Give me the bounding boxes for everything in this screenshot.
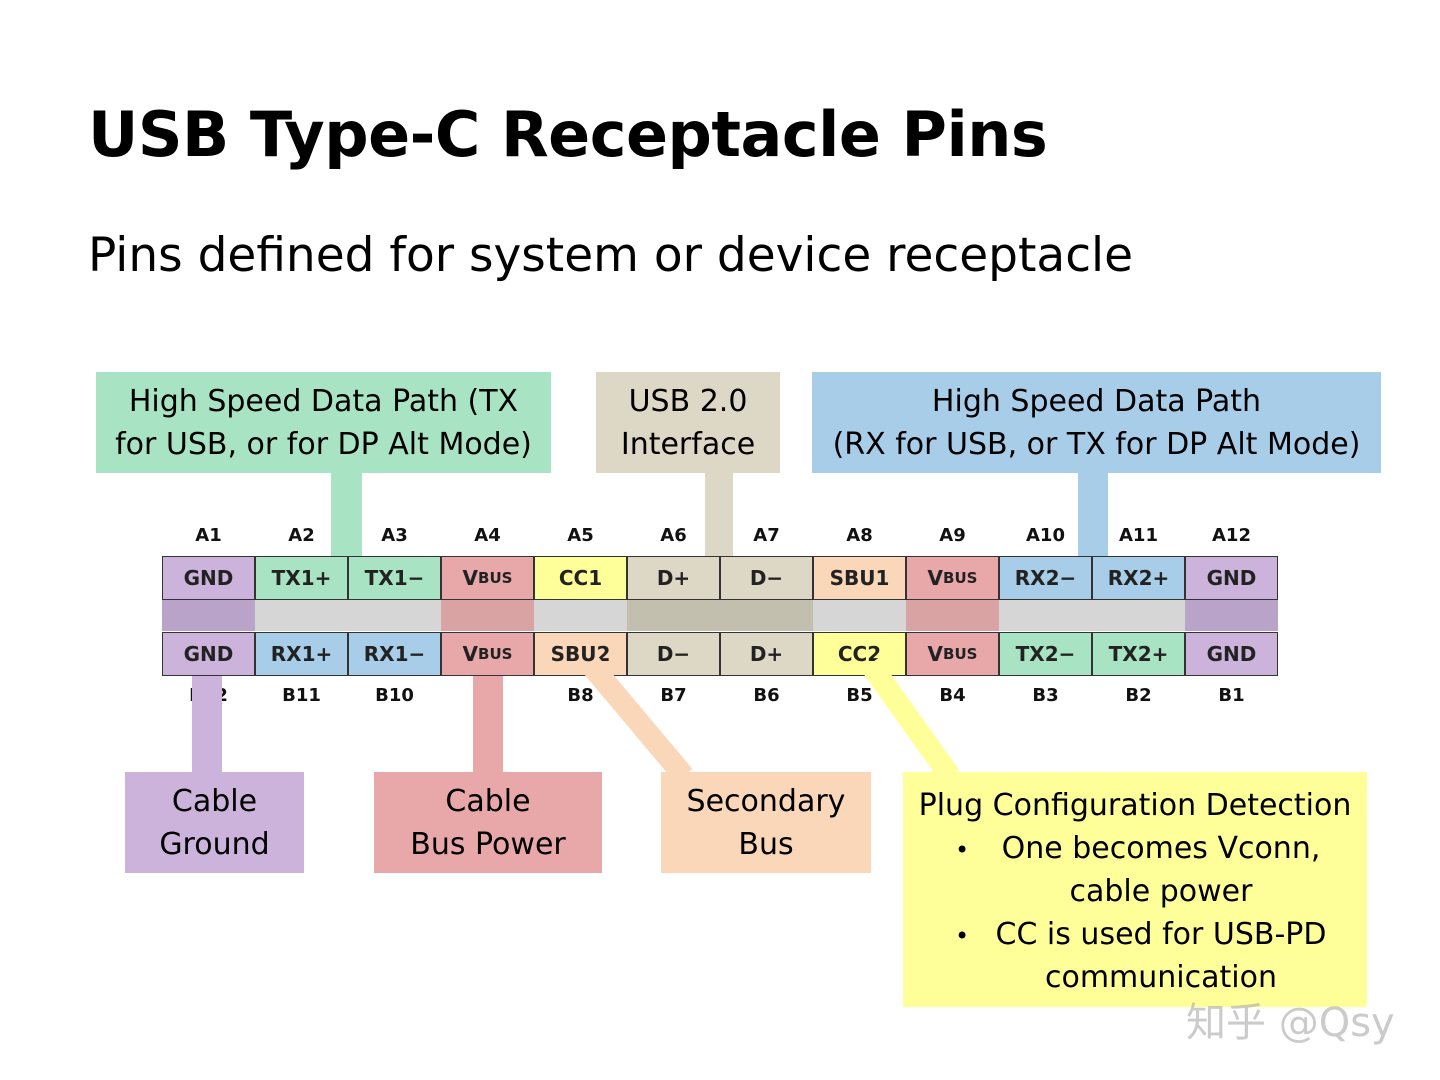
callout-sbu: Secondary Bus <box>661 772 871 873</box>
callout-ground-text: Cable Ground <box>159 783 270 862</box>
pin-number-b8: B8 <box>567 685 594 706</box>
pin-a3: TX1− <box>348 556 441 600</box>
pin-a7: D− <box>720 556 813 600</box>
pin-number-a5: A5 <box>567 525 594 546</box>
pin-number-a3: A3 <box>381 525 408 546</box>
callout-cc-bullet-2: CC is used for USB-PD communication <box>995 917 1327 995</box>
pin-number-b10: B10 <box>375 685 414 706</box>
pin-b6: D+ <box>720 632 813 676</box>
callout-usb2-text: USB 2.0 Interface <box>620 383 756 462</box>
pin-a6: D+ <box>627 556 720 600</box>
pin-b1: GND <box>1185 632 1278 676</box>
pin-number-b7: B7 <box>660 685 687 706</box>
pin-b2: TX2+ <box>1092 632 1185 676</box>
pin-b8: SBU2 <box>534 632 627 676</box>
pin-number-a8: A8 <box>846 525 873 546</box>
pin-a2: TX1+ <box>255 556 348 600</box>
tongue-segment <box>906 600 999 631</box>
pin-number-b2: B2 <box>1125 685 1152 706</box>
callout-hs-tx: High Speed Data Path (TX for USB, or for… <box>96 372 551 473</box>
pin-a12: GND <box>1185 556 1278 600</box>
tongue-segment <box>534 600 627 631</box>
pin-a8: SBU1 <box>813 556 906 600</box>
pin-b12: GND <box>162 632 255 676</box>
watermark: 知乎 @Qsy <box>1186 1000 1395 1046</box>
pin-number-b4: B4 <box>939 685 966 706</box>
callout-hs-rx-line2: (RX for USB, or TX for DP Alt Mode) <box>832 426 1361 462</box>
pin-number-b1: B1 <box>1218 685 1245 706</box>
callout-sbu-line1: Secondary <box>686 783 846 819</box>
pin-b3: TX2− <box>999 632 1092 676</box>
pin-number-b3: B3 <box>1032 685 1059 706</box>
pin-b11: RX1+ <box>255 632 348 676</box>
pin-number-a2: A2 <box>288 525 315 546</box>
tongue-segment <box>720 600 813 631</box>
pin-number-a12: A12 <box>1212 525 1251 546</box>
connector-ground <box>192 676 222 772</box>
tongue-segment <box>627 600 720 631</box>
tongue-segment <box>1092 600 1185 631</box>
pin-number-a7: A7 <box>753 525 780 546</box>
pin-b10: RX1− <box>348 632 441 676</box>
tongue-segment <box>441 600 534 631</box>
pin-number-a6: A6 <box>660 525 687 546</box>
callout-cc-title: Plug Configuration Detection <box>918 788 1352 823</box>
tongue-segment <box>255 600 348 631</box>
callout-power-line2: Bus Power <box>410 826 566 862</box>
pin-number-a1: A1 <box>195 525 222 546</box>
page-title: USB Type-C Receptacle Pins <box>88 98 1048 171</box>
pin-a11: RX2+ <box>1092 556 1185 600</box>
pin-b7: D− <box>627 632 720 676</box>
pin-b5: CC2 <box>813 632 906 676</box>
tongue-segment <box>1185 600 1278 631</box>
connector-power <box>473 676 503 772</box>
callout-hs-rx-line1: High Speed Data Path <box>931 383 1262 419</box>
connector-hs-tx <box>331 473 362 557</box>
pin-a10: RX2− <box>999 556 1092 600</box>
callout-power: Cable Bus Power <box>374 772 602 873</box>
tongue-segment <box>813 600 906 631</box>
callout-cc-bullet-1: One becomes Vconn, cable power <box>1001 831 1321 909</box>
callout-cc: Plug Configuration Detection • One becom… <box>903 772 1367 1007</box>
callout-hs-tx-text: High Speed Data Path (TX for USB, or for… <box>115 383 532 462</box>
pin-number-a4: A4 <box>474 525 501 546</box>
callout-hs-rx: High Speed Data Path (RX for USB, or TX … <box>812 372 1381 473</box>
callout-usb2: USB 2.0 Interface <box>596 372 780 473</box>
callout-ground: Cable Ground <box>125 772 304 873</box>
tongue-segment <box>999 600 1092 631</box>
callout-sbu-line2: Bus <box>738 826 794 862</box>
connector-usb2 <box>705 473 733 557</box>
connector-hs-rx <box>1078 473 1108 557</box>
pin-a5: CC1 <box>534 556 627 600</box>
pin-number-a11: A11 <box>1119 525 1158 546</box>
pin-number-a9: A9 <box>939 525 966 546</box>
pin-number-a10: A10 <box>1026 525 1065 546</box>
pin-a1: GND <box>162 556 255 600</box>
callout-power-line1: Cable <box>445 783 531 819</box>
pin-number-b11: B11 <box>282 685 321 706</box>
tongue-segment <box>162 600 255 631</box>
pin-number-b5: B5 <box>846 685 873 706</box>
bullet-icon: • <box>955 922 970 950</box>
pin-number-b6: B6 <box>753 685 780 706</box>
tongue-segment <box>348 600 441 631</box>
page-subtitle: Pins defined for system or device recept… <box>88 228 1134 283</box>
bullet-icon: • <box>955 836 970 864</box>
